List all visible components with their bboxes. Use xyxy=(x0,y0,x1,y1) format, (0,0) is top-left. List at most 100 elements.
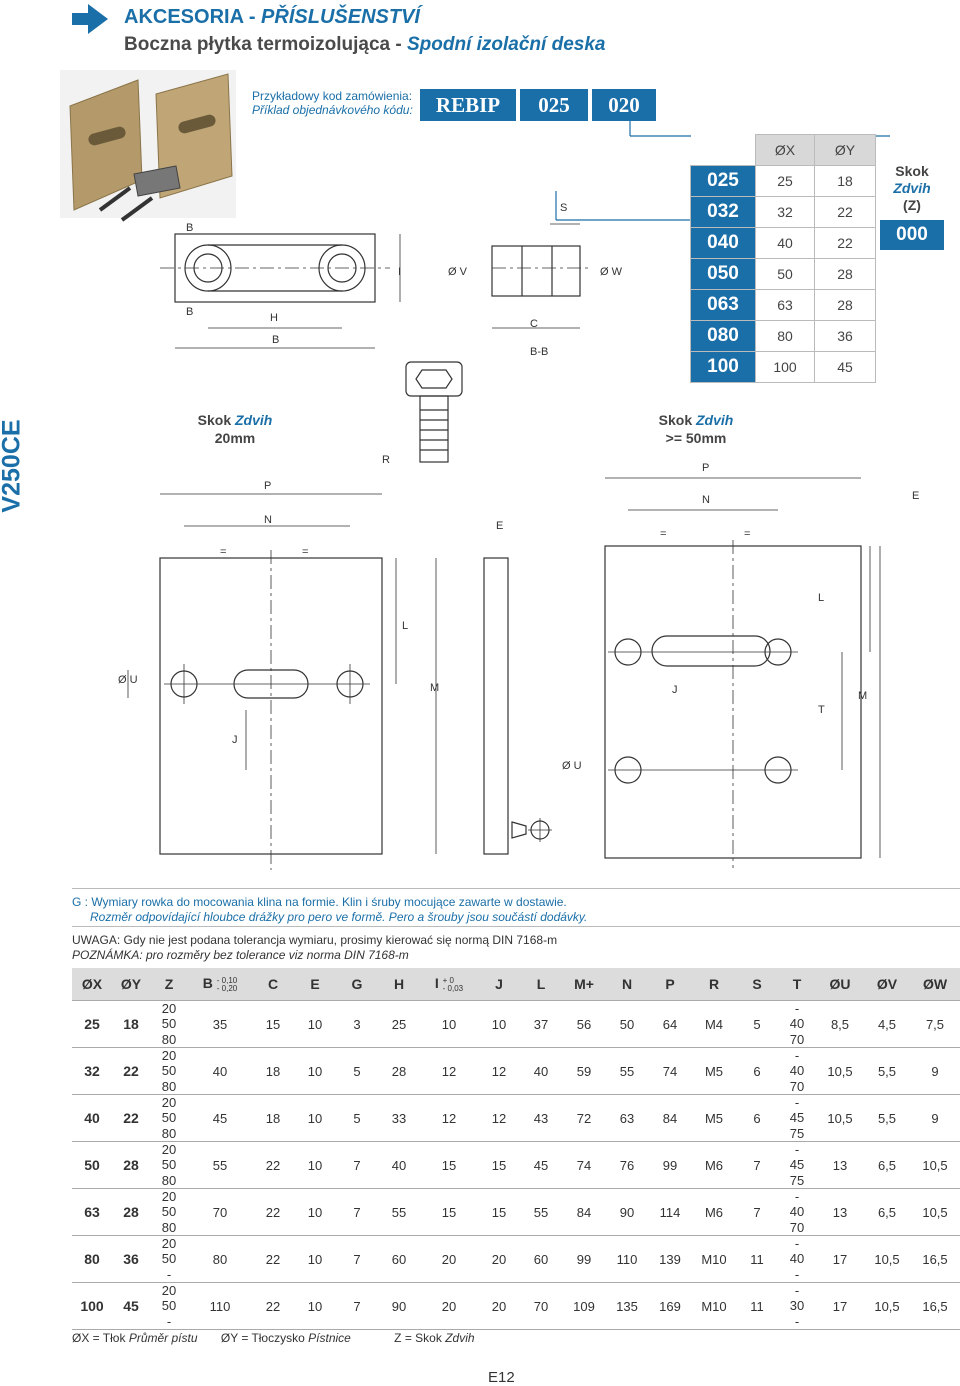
dim-t: T xyxy=(818,704,825,716)
arrow-right-icon xyxy=(72,4,108,34)
header-z-2: Z xyxy=(150,968,188,1001)
cell-value: 7 xyxy=(736,1188,778,1236)
cell-value: 109 xyxy=(562,1282,606,1330)
skok-label-cz: Zdvih xyxy=(893,180,931,196)
subtitle-pl: Boczna płytka termoizolująca - xyxy=(124,34,407,55)
legend: ØX = Tłok Průměr pístu ØY = Tłoczysko Pí… xyxy=(72,1331,475,1345)
cell-value: 15 xyxy=(252,1000,294,1048)
cell-w: 10,5 xyxy=(910,1141,960,1189)
cell-value: M10 xyxy=(692,1282,736,1330)
z-value: 20 xyxy=(161,1095,177,1111)
size-code: 063 xyxy=(690,289,756,321)
cell-value: 20 xyxy=(420,1282,478,1330)
note-g-cz: Rozměr odpovídající hloubce drážky pro p… xyxy=(90,910,588,924)
cell-x: 63 xyxy=(72,1188,112,1236)
page-number: E12 xyxy=(488,1369,515,1386)
note-g: G : Wymiary rowka do mocowania klina na … xyxy=(72,895,587,925)
side-code-text: V250CE xyxy=(0,419,26,513)
cell-value: 20 xyxy=(420,1235,478,1283)
dim-u-right: Ø U xyxy=(562,760,582,772)
cell-value: 20 xyxy=(478,1282,520,1330)
header-text: J xyxy=(495,976,503,992)
cell-value: 169 xyxy=(648,1282,692,1330)
header-l-10: L xyxy=(520,968,562,1001)
header-b-3: B - 0,10- 0,20 xyxy=(188,968,252,1001)
cell-value: 10 xyxy=(294,1141,336,1189)
header-text: I xyxy=(434,975,439,992)
stroke-left-pl: Skok xyxy=(197,412,232,428)
cell-w: 9 xyxy=(910,1094,960,1142)
cell-x: 32 xyxy=(72,1047,112,1095)
cell-value: 15 xyxy=(478,1141,520,1189)
header-r-14: R xyxy=(692,968,736,1001)
stroke-label-20: Skok Zdvih 20mm xyxy=(180,411,290,447)
size-header-x: ØX xyxy=(755,134,815,166)
cell-u: 13 xyxy=(816,1141,864,1189)
cell-u: 10,5 xyxy=(816,1047,864,1095)
cell-value: 45 xyxy=(520,1141,562,1189)
z-value: 80 xyxy=(161,1031,177,1047)
cell-value: 11 xyxy=(736,1282,778,1330)
title-cz: PŘÍSLUŠENSTVÍ xyxy=(261,6,420,28)
dim-m-left: M xyxy=(430,682,440,694)
order-code-stroke: 020 xyxy=(592,89,656,121)
t-value: 75 xyxy=(789,1125,805,1141)
cell-value: 43 xyxy=(520,1094,562,1142)
header-c-4: C xyxy=(252,968,294,1001)
cell-value: 6 xyxy=(736,1094,778,1142)
tolerance-value: + 0 xyxy=(442,975,454,985)
size-y: 18 xyxy=(814,165,876,197)
size-header-y: ØY xyxy=(814,134,876,166)
dim-n-right: N xyxy=(702,494,710,506)
t-value: - xyxy=(794,1142,800,1158)
header-v-18: ØV xyxy=(864,968,910,1001)
legend-x-cz: Průměr pístu xyxy=(128,1331,198,1345)
size-x: 100 xyxy=(755,351,815,383)
t-value: 40 xyxy=(789,1251,805,1267)
cell-y: 36 xyxy=(112,1235,150,1283)
cell-v: 6,5 xyxy=(864,1141,910,1189)
cell-u: 17 xyxy=(816,1282,864,1330)
z-value: 50 xyxy=(161,1251,177,1267)
cell-value: 10 xyxy=(294,1282,336,1330)
page-title: AKCESORIA - PŘÍSLUŠENSTVÍ xyxy=(124,6,420,29)
dim-e-left: E xyxy=(496,520,504,532)
dim-c: C xyxy=(530,318,538,330)
cell-value: 3 xyxy=(336,1000,378,1048)
cell-value: 110 xyxy=(606,1235,648,1283)
dim-v: Ø V xyxy=(448,266,467,278)
z-value: 20 xyxy=(161,1001,177,1017)
cell-value: 5 xyxy=(336,1047,378,1095)
dim-eq-3: = xyxy=(660,528,667,540)
stroke-label-50: Skok Zdvih >= 50mm xyxy=(636,411,756,447)
cell-value: 40 xyxy=(378,1141,420,1189)
z-value: 50 xyxy=(161,1204,177,1220)
cell-value: 22 xyxy=(252,1235,294,1283)
dim-j-left: J xyxy=(232,734,238,746)
cell-value: 6 xyxy=(736,1047,778,1095)
header-y-1: ØY xyxy=(112,968,150,1001)
cell-value: 56 xyxy=(562,1000,606,1048)
dim-j-right: J xyxy=(672,684,678,696)
cell-y: 45 xyxy=(112,1282,150,1330)
z-value: - xyxy=(166,1313,172,1329)
cell-u: 13 xyxy=(816,1188,864,1236)
size-y: 28 xyxy=(814,289,876,321)
header-t-16: T xyxy=(778,968,816,1001)
note-warning-cz: POZNÁMKA: pro rozměry bez tolerance viz … xyxy=(72,948,409,962)
note-warning-pl: UWAGA: Gdy nie jest podana tolerancja wy… xyxy=(72,933,558,947)
size-code: 032 xyxy=(690,196,756,228)
skok-label-pl: Skok xyxy=(895,163,929,179)
cell-value: 10 xyxy=(294,1235,336,1283)
t-value: 40 xyxy=(789,1063,805,1079)
z-value: 80 xyxy=(161,1219,177,1235)
cell-value: 18 xyxy=(252,1094,294,1142)
